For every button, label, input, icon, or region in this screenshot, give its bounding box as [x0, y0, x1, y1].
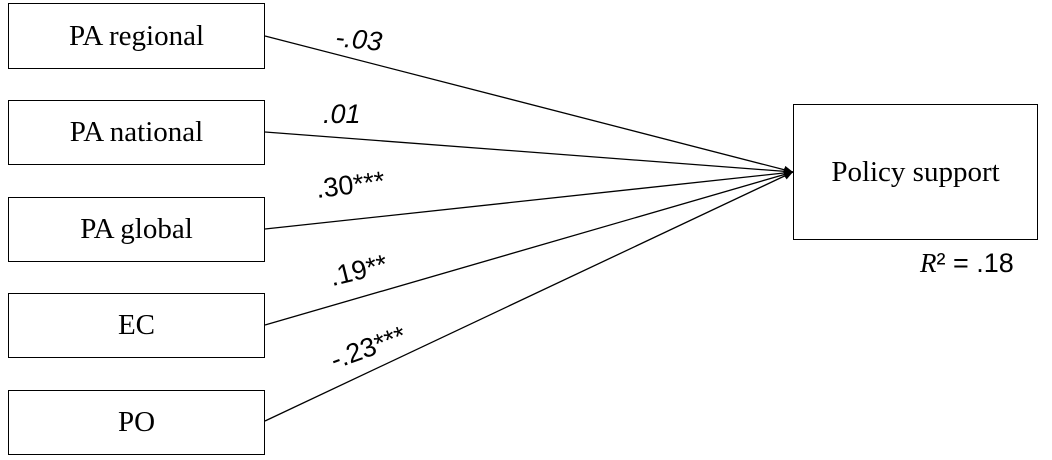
r-squared-equals: = — [945, 248, 977, 278]
predictor-box-pa-national: PA national — [8, 100, 265, 165]
predictor-label: PA national — [69, 116, 204, 148]
r-squared-value: .18 — [976, 248, 1014, 278]
outcome-box-policy-support: Policy support — [793, 104, 1038, 240]
predictor-box-pa-global: PA global — [8, 197, 265, 262]
r-squared-label: R² = .18 — [920, 248, 1014, 279]
path-arrow-pa-national — [264, 131, 794, 176]
outcome-label: Policy support — [831, 155, 1000, 188]
predictor-box-ec: EC — [8, 293, 265, 358]
path-arrow-pa-global — [264, 168, 794, 230]
predictor-box-pa-regional: PA regional — [8, 3, 265, 69]
r-squared-superscript: ² — [936, 248, 946, 278]
path-arrow-pa-regional — [264, 35, 794, 174]
predictor-label: EC — [117, 309, 156, 341]
path-arrow-ec — [264, 170, 794, 326]
path-arrow-po — [264, 171, 794, 422]
coefficient-pa-regional: -.03 — [334, 22, 384, 57]
coefficient-pa-national: .01 — [323, 99, 361, 129]
predictor-label: PA regional — [68, 19, 205, 52]
predictor-box-po: PO — [8, 390, 265, 455]
predictor-label: PA global — [80, 213, 193, 245]
predictor-label: PO — [117, 406, 156, 438]
r-squared-symbol: R — [920, 248, 937, 278]
